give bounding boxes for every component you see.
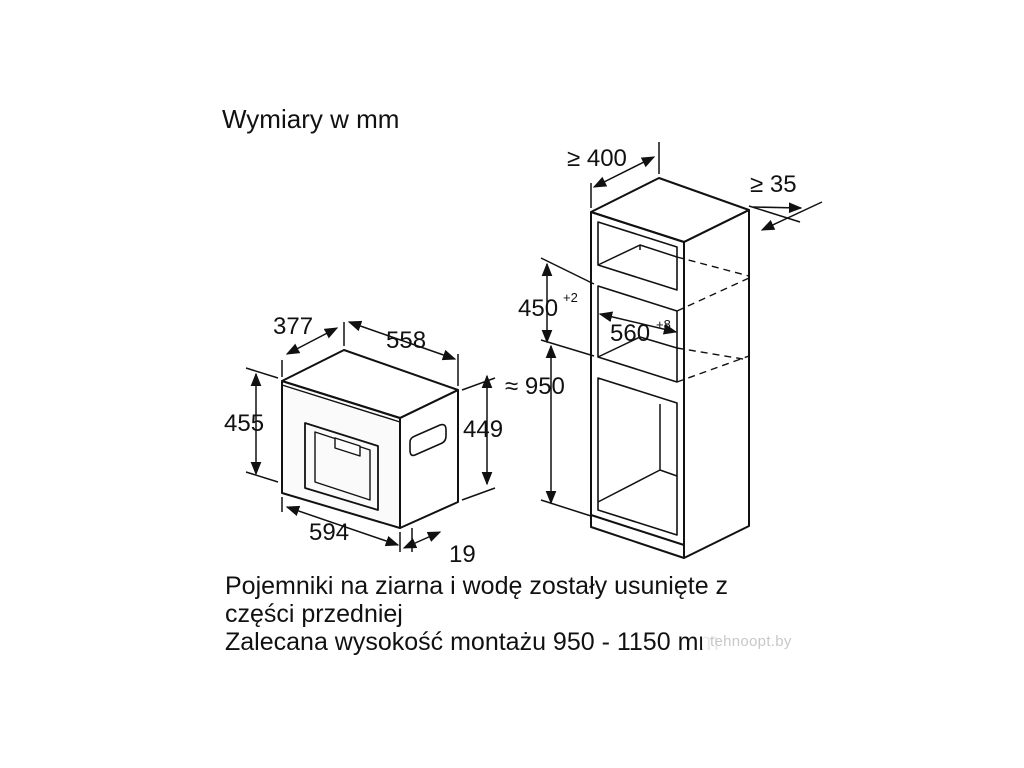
dim-niche-width-tolerance: +8 <box>656 317 671 332</box>
lower-compartment <box>597 377 678 536</box>
dim-height-front: 455 <box>224 410 264 437</box>
appliance-drawing <box>281 349 459 529</box>
dim-width: 594 <box>309 519 349 546</box>
dim-depth-top: 377 <box>273 313 313 340</box>
note-line-2: części przedniej <box>225 600 403 628</box>
cabinet-drawing <box>590 177 750 559</box>
dim-niche-height-tolerance: +2 <box>563 290 578 305</box>
dim-cabinet-depth: ≥ 400 <box>567 145 627 172</box>
dispenser-spout <box>334 437 361 457</box>
dim-niche-width: 560 <box>610 320 650 347</box>
dim-depth-side: 558 <box>386 327 426 354</box>
cabinet-top <box>590 177 750 243</box>
dim-front-thickness: 19 <box>449 541 476 568</box>
diagram-heading: Wymiary w mm <box>222 104 400 134</box>
note-line-1: Pojemniki na ziarna i wodę zostały usuni… <box>225 572 729 600</box>
cabinet-dimensions <box>540 142 823 517</box>
appliance-handle <box>409 423 447 457</box>
dim-height-side: 449 <box>463 416 503 443</box>
watermark: tehnoopt.by <box>702 632 800 651</box>
upper-compartment <box>597 221 678 291</box>
cabinet-side <box>683 209 750 559</box>
dim-niche-height: 450 <box>518 295 558 322</box>
note-line-3: Zalecana wysokość montażu 950 - 1150 mm <box>225 628 720 656</box>
appliance-dimensions <box>245 320 496 552</box>
appliance-side <box>399 389 459 529</box>
cabinet-hidden-lines <box>676 256 750 383</box>
dim-cabinet-gap: ≥ 35 <box>750 171 797 198</box>
dim-mounting-height: ≈ 950 <box>505 373 565 400</box>
